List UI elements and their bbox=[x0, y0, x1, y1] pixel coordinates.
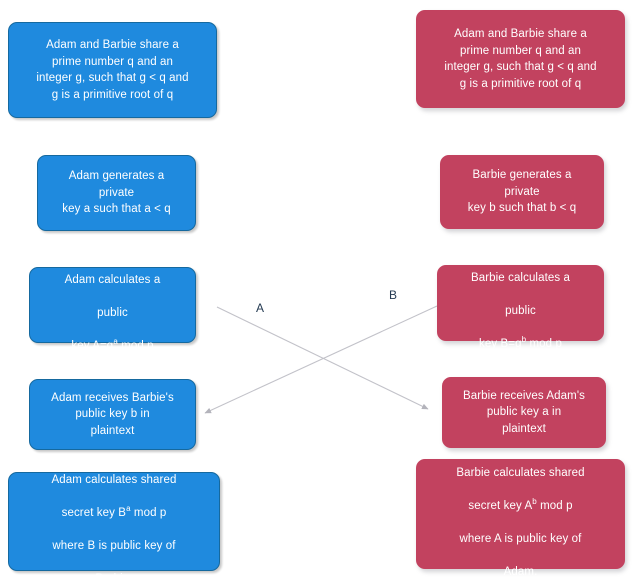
node-adam-shared-secret-formula: secret key Ba mod p bbox=[61, 504, 167, 519]
connector-adam-to-barbie bbox=[216, 306, 429, 410]
node-barbie-receives-text: Barbie receives Adam's public key a in p… bbox=[462, 389, 585, 435]
node-adam-shared-params[interactable]: Adam and Barbie share a prime number q a… bbox=[8, 22, 217, 118]
node-adam-public-key-text: Adam calculates a public key A=ga mod p bbox=[37, 256, 188, 355]
node-barbie-shared-params[interactable]: Adam and Barbie share a prime number q a… bbox=[416, 10, 625, 108]
edge-label-b: B bbox=[389, 288, 398, 302]
edge-label-a: A bbox=[256, 301, 265, 315]
exponent-a: a bbox=[113, 337, 118, 347]
node-barbie-private-key[interactable]: Barbie generates a private key b such th… bbox=[440, 155, 604, 229]
node-adam-receives[interactable]: Adam receives Barbie's public key b in p… bbox=[29, 379, 196, 450]
node-adam-shared-secret-line4: Barbie. bbox=[95, 573, 133, 585]
node-adam-public-key-formula: key A=ga mod p bbox=[71, 337, 154, 352]
exponent-b: b bbox=[521, 335, 527, 345]
node-barbie-public-key[interactable]: Barbie calculates a public key B=gb mod … bbox=[437, 265, 604, 350]
node-barbie-receives[interactable]: Barbie receives Adam's public key a in p… bbox=[442, 377, 606, 448]
node-barbie-private-key-text: Barbie generates a private key b such th… bbox=[467, 169, 577, 215]
node-adam-shared-params-text: Adam and Barbie share a prime number q a… bbox=[36, 39, 189, 101]
node-adam-receives-text: Adam receives Barbie's public key b in p… bbox=[51, 391, 174, 437]
node-barbie-shared-secret-line4: Adam. bbox=[503, 565, 538, 578]
node-adam-shared-secret[interactable]: Adam calculates shared secret key Ba mod… bbox=[8, 472, 220, 585]
node-barbie-shared-secret[interactable]: Barbie calculates shared secret key Ab m… bbox=[416, 459, 625, 578]
node-barbie-public-key-line2: public bbox=[505, 305, 536, 317]
node-barbie-shared-secret-line1: Barbie calculates shared bbox=[456, 466, 585, 479]
node-adam-shared-secret-line1: Adam calculates shared bbox=[51, 474, 177, 486]
node-barbie-shared-secret-text: Barbie calculates shared secret key Ab m… bbox=[424, 448, 617, 580]
node-adam-public-key-line1: Adam calculates a bbox=[64, 274, 161, 286]
node-barbie-shared-secret-formula: secret key Ab mod p bbox=[468, 496, 573, 512]
exponent-b: b bbox=[532, 496, 537, 506]
node-adam-shared-secret-text: Adam calculates shared secret key Ba mod… bbox=[16, 456, 212, 588]
node-barbie-public-key-text: Barbie calculates a public key B=gb mod … bbox=[445, 254, 596, 353]
node-adam-private-key[interactable]: Adam generates a private key a such that… bbox=[37, 155, 196, 231]
node-adam-public-key-line2: public bbox=[97, 307, 128, 319]
node-adam-private-key-text: Adam generates a private key a such that… bbox=[62, 170, 171, 216]
node-barbie-public-key-line1: Barbie calculates a bbox=[470, 272, 571, 284]
node-adam-public-key[interactable]: Adam calculates a public key A=ga mod p bbox=[29, 267, 196, 352]
node-barbie-shared-params-text: Adam and Barbie share a prime number q a… bbox=[444, 28, 597, 90]
node-adam-shared-secret-line3: where B is public key of bbox=[52, 540, 176, 552]
connector-barbie-to-adam bbox=[204, 305, 438, 414]
node-barbie-shared-secret-line3: where A is public key of bbox=[459, 532, 582, 545]
node-barbie-public-key-formula: key B=gb mod p bbox=[479, 335, 562, 350]
exponent-a: a bbox=[126, 504, 131, 514]
